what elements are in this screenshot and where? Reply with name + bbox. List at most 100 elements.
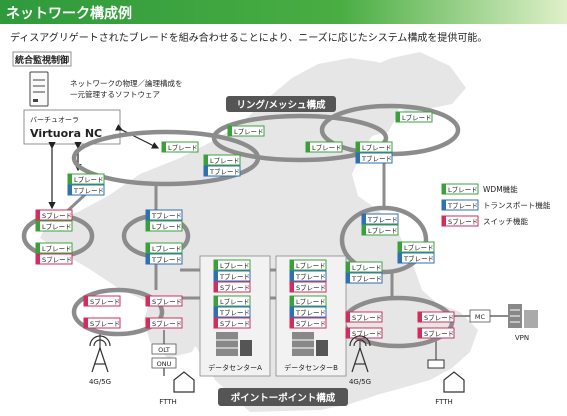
blade-stack: Lブレード Tブレード <box>345 261 383 284</box>
japan-map <box>40 58 478 412</box>
l-blade: Lブレード <box>368 226 398 235</box>
l-blade: Lブレード <box>312 143 342 152</box>
legend-s-label: Sブレード <box>448 217 478 226</box>
datacenter-a-label: データセンターA <box>208 363 262 372</box>
t-blade: Tブレード <box>351 274 382 283</box>
mobile-right-label: 4G/5G <box>349 378 371 386</box>
t-blade: Tブレード <box>219 308 250 317</box>
blade-stack: Lブレード Tブレード Sブレード <box>289 259 327 293</box>
mc-label: MC <box>475 313 486 321</box>
blade-stack: Lブレード <box>161 141 199 153</box>
t-blade: Tブレード <box>219 272 250 281</box>
l-blade: Lブレード <box>402 113 432 122</box>
olt-label: OLT <box>158 346 170 354</box>
l-blade: Lブレード <box>362 143 392 152</box>
legend-l-label: Lブレード <box>448 185 478 194</box>
blade-stack: Lブレード Tブレード Sブレード <box>213 259 251 293</box>
blade-stack: Lブレード <box>395 111 433 123</box>
blade-stack: Tブレード Lブレード <box>361 213 399 236</box>
l-blade: Lブレード <box>210 156 240 165</box>
s-blade: Sブレード <box>42 255 72 264</box>
t-blade: Tブレード <box>367 215 398 224</box>
datacenter-server-icon <box>292 332 328 356</box>
t-blade: Tブレード <box>209 167 240 176</box>
datacenter-server-icon <box>216 332 252 356</box>
l-blade: Lブレード <box>296 297 326 306</box>
blade-stack: Lブレード <box>305 141 343 153</box>
s-blade: Sブレード <box>352 313 382 322</box>
blade-stack: Lブレード Tブレード <box>145 242 183 265</box>
blade-stack: Lブレード Tブレード <box>397 241 435 264</box>
l-blade: Lブレード <box>168 143 198 152</box>
title-bar: ネットワーク構成例 <box>0 0 567 24</box>
blade-stack: Sブレード <box>345 311 383 323</box>
l-blade: Lブレード <box>352 263 382 272</box>
s-blade: Sブレード <box>42 211 72 220</box>
blade-stack: Sブレード Lブレード <box>35 209 73 232</box>
blade-stack: Sブレード <box>145 295 183 307</box>
l-blade: Lブレード <box>74 175 104 184</box>
s-blade: Sブレード <box>90 297 120 306</box>
t-blade: Tブレード <box>295 308 326 317</box>
building-icon <box>508 304 538 328</box>
mc-box <box>469 309 491 323</box>
blade-stack: Lブレード Tブレード Sブレード <box>213 295 251 329</box>
s-blade: Sブレード <box>296 283 326 292</box>
datacenter-b-label: データセンターB <box>284 363 338 372</box>
blade-stack: Lブレード Tブレード <box>67 173 105 196</box>
legend: Lブレード WDM機能 Tブレード トランスポート機能 Sブレード スイッチ機能 <box>441 183 551 227</box>
software-note-line2: 一元管理するソフトウェア <box>70 89 160 99</box>
blade-stack: Sブレード <box>417 311 455 323</box>
t-blade: Tブレード <box>403 254 434 263</box>
l-blade: Lブレード <box>220 261 250 270</box>
legend-t-desc: トランスポート機能 <box>483 200 551 210</box>
server-icon <box>29 71 49 107</box>
ftth-right-label: FTTH <box>435 398 453 406</box>
blade-stack: Lブレード Tブレード Sブレード <box>289 295 327 329</box>
l-blade: Lブレード <box>234 127 264 136</box>
l-blade: Lブレード <box>42 244 72 253</box>
p2p-label-box <box>218 388 348 406</box>
hokkaido-map <box>340 52 466 116</box>
blade-stack: Lブレード Tブレード <box>203 154 241 177</box>
s-blade: Sブレード <box>152 297 182 306</box>
blade-stack: Sブレード <box>145 317 183 329</box>
l-blade: Lブレード <box>42 222 72 231</box>
virtuora-sub: バーチュオーラ <box>30 116 79 124</box>
router-icon <box>427 359 445 369</box>
legend-l-desc: WDM機能 <box>483 184 518 194</box>
blade-stack: Sブレード <box>345 327 383 339</box>
l-blade: Lブレード <box>152 222 182 231</box>
onu-label: ONU <box>157 360 172 368</box>
antenna-icon <box>349 335 371 373</box>
s-blade: Sブレード <box>296 319 326 328</box>
blade-stack: Lブレード Sブレード <box>35 242 73 265</box>
page-subtitle: ディスアグリゲートされたブレードを組み合わせることにより、ニーズに応じたシステム… <box>10 33 488 44</box>
blade-stack: Lブレード Tブレード <box>355 141 393 164</box>
ring-mesh-label: リング/メッシュ構成 <box>237 99 326 111</box>
t-blade: Tブレード <box>151 211 182 220</box>
t-blade: Tブレード <box>361 154 392 163</box>
l-blade: Lブレード <box>296 261 326 270</box>
t-blade: Tブレード <box>295 272 326 281</box>
t-blade: Tブレード <box>73 186 104 195</box>
mobile-left-label: 4G/5G <box>89 378 111 386</box>
ring <box>211 113 389 163</box>
blade-stack: Tブレード Lブレード <box>145 209 183 232</box>
house-icon <box>173 371 195 393</box>
legend-t-label: Tブレード <box>447 201 478 210</box>
t-blade: Tブレード <box>151 255 182 264</box>
virtuora-name: Virtuora NC <box>30 127 102 140</box>
network-diagram: 統合監視制御 ネットワークの物理／論理構成を 一元管理するソフトウェア バーチュ… <box>0 46 567 412</box>
l-blade: Lブレード <box>152 244 182 253</box>
software-note-line1: ネットワークの物理／論理構成を <box>70 78 183 88</box>
vpn-label: VPN <box>515 334 529 342</box>
l-blade: Lブレード <box>404 243 434 252</box>
antenna-icon <box>89 335 111 373</box>
blade-stack: Sブレード <box>83 295 121 307</box>
s-blade: Sブレード <box>424 313 454 322</box>
s-blade: Sブレード <box>152 319 182 328</box>
ftth-left-label: FTTH <box>159 398 177 406</box>
blade-stack: Sブレード <box>417 327 455 339</box>
p2p-label: ポイントーポイント構成 <box>231 392 336 404</box>
